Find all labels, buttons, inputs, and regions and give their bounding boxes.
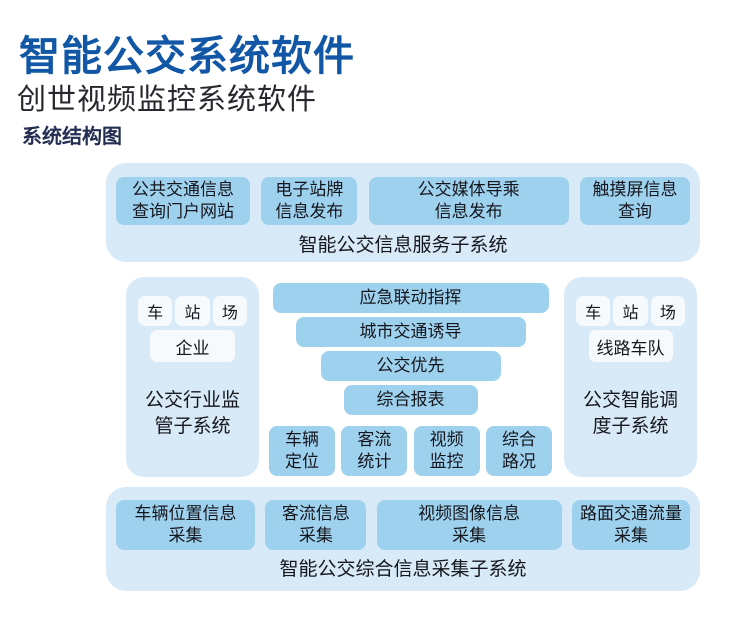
diagram-caption: 系统结构图 [22, 126, 122, 148]
tag-station: 站 [175, 296, 210, 326]
collect-box-vehicle-position: 车辆位置信息 采集 [116, 500, 255, 550]
tag-depot: 场 [212, 296, 247, 326]
intelligent-dispatch-subsystem: 车 站 场 线路车队 公交智能调 度子系统 [564, 277, 697, 477]
tag-depot: 场 [650, 296, 685, 326]
industry-supervision-subsystem: 车 站 场 企业 公交行业监 管子系统 [126, 277, 259, 477]
stack-box-bus-priority: 公交优先 [320, 351, 501, 381]
function-box-video-monitoring: 视频 监控 [413, 426, 480, 476]
center-function-area: 应急联动指挥 城市交通诱导 公交优先 综合报表 车辆 定位 客流 统计 视频 监… [269, 277, 552, 477]
info-service-subsystem-label: 智能公交信息服务子系统 [298, 235, 508, 256]
left-tag-row: 车 站 场 [126, 277, 259, 326]
function-stack: 应急联动指挥 城市交通诱导 公交优先 综合报表 [269, 277, 552, 415]
function-box-row: 车辆 定位 客流 统计 视频 监控 综合 路况 [269, 426, 552, 476]
service-box-touchscreen: 触摸屏信息 查询 [579, 177, 690, 225]
right-tag-row: 车 站 场 [564, 277, 697, 326]
function-box-vehicle-positioning: 车辆 定位 [269, 426, 335, 476]
function-box-road-conditions: 综合 路况 [485, 426, 552, 476]
service-box-media-guide: 公交媒体导乘 信息发布 [368, 177, 569, 225]
page-title: 智能公交系统软件 [19, 33, 355, 79]
tag-vehicle: 车 [576, 296, 611, 326]
collect-box-passenger-flow: 客流信息 采集 [265, 500, 367, 550]
info-collection-box-row: 车辆位置信息 采集 客流信息 采集 视频图像信息 采集 路面交通流量 采集 [106, 487, 700, 550]
industry-supervision-label: 公交行业监 管子系统 [144, 390, 240, 437]
tag-vehicle: 车 [138, 296, 173, 326]
service-box-e-stop-sign: 电子站牌 信息发布 [261, 177, 358, 225]
service-box-portal: 公共交通信息 查询门户网站 [116, 177, 250, 225]
info-service-box-row: 公共交通信息 查询门户网站 电子站牌 信息发布 公交媒体导乘 信息发布 触摸屏信… [106, 163, 700, 225]
info-collection-subsystem-label: 智能公交综合信息采集子系统 [279, 559, 527, 580]
collect-box-road-traffic-flow: 路面交通流量 采集 [571, 500, 690, 550]
stack-box-traffic-guidance: 城市交通诱导 [295, 317, 526, 347]
collect-box-video-image: 视频图像信息 采集 [376, 500, 562, 550]
stack-box-reports: 综合报表 [343, 385, 478, 415]
info-service-subsystem: 公共交通信息 查询门户网站 电子站牌 信息发布 公交媒体导乘 信息发布 触摸屏信… [106, 163, 700, 262]
function-box-passenger-stats: 客流 统计 [341, 426, 408, 476]
route-fleet-box: 线路车队 [588, 330, 673, 362]
stack-box-emergency-command: 应急联动指挥 [272, 283, 549, 313]
page-subtitle: 创世视频监控系统软件 [17, 84, 318, 116]
tag-station: 站 [613, 296, 648, 326]
enterprise-box: 企业 [150, 330, 235, 362]
info-collection-subsystem: 车辆位置信息 采集 客流信息 采集 视频图像信息 采集 路面交通流量 采集 智能… [106, 487, 700, 591]
intelligent-dispatch-label: 公交智能调 度子系统 [582, 390, 678, 437]
